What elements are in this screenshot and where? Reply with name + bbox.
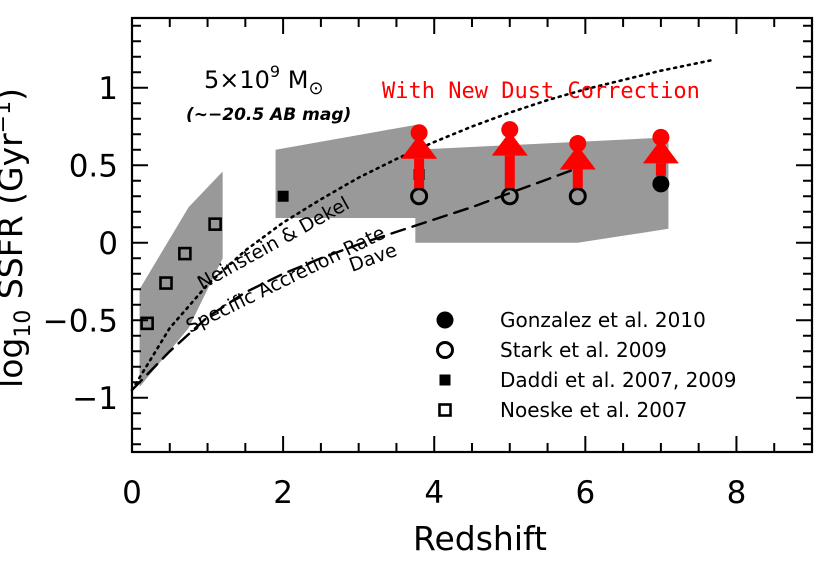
- shaded-region-1: [139, 171, 223, 387]
- arrow-head-4: [642, 139, 679, 164]
- corrected-point-2: [501, 121, 519, 139]
- shaded-regions: [139, 124, 669, 387]
- point-filled-circle-1: [652, 175, 670, 193]
- neinstein-dekel-curve: [130, 58, 716, 392]
- data-points: [140, 169, 670, 331]
- point-open-square-3: [178, 246, 192, 261]
- x-tick-label: 6: [575, 475, 595, 511]
- y-tick-label: 1: [98, 71, 118, 107]
- mass-base: 5×10: [204, 66, 270, 94]
- point-filled-square-1: [277, 190, 289, 202]
- legend-marker-filled-circle: [436, 311, 454, 329]
- legend-label: Gonzalez et al. 2010: [500, 308, 706, 332]
- x-tick-label: 8: [727, 475, 747, 511]
- arrow-shaft-3: [572, 169, 583, 189]
- x-tick-label: 0: [122, 475, 142, 511]
- corrected-point-4: [652, 128, 670, 146]
- y-label-main: SSFR (Gyr: [0, 133, 30, 310]
- y-label-log: log: [0, 338, 30, 388]
- y-label-close: ): [0, 88, 30, 101]
- mass-annotation: 5×109 M⊙: [204, 62, 324, 99]
- y-tick-label: −0.5: [43, 303, 118, 339]
- mass-solar-symbol: ⊙: [308, 78, 323, 99]
- legend-label: Noeske et al. 2007: [500, 398, 687, 422]
- arrow-shaft-4: [655, 163, 666, 176]
- point-open-square-2: [159, 276, 173, 290]
- axis-ticks: [131, 18, 813, 452]
- tick-labels: 0 2 4 6 8 −1 −0.5 0 0.5 1: [43, 71, 747, 511]
- legend-label: Daddi et al. 2007, 2009: [500, 368, 737, 392]
- corrected-point-3: [569, 135, 587, 153]
- y-tick-label: 0.5: [69, 148, 118, 184]
- dave-curve: [130, 164, 587, 392]
- arrow-head-2: [491, 131, 528, 156]
- x-tick-label: 2: [273, 475, 293, 511]
- x-tick-label: 4: [424, 475, 444, 511]
- point-open-square-1: [140, 316, 154, 331]
- legend-marker-filled-square: [439, 374, 451, 386]
- legend-marker-open-square: [438, 403, 452, 417]
- model-curves: [130, 58, 716, 392]
- mass-exponent: 9: [270, 62, 280, 81]
- point-open-circle-2: [500, 187, 519, 206]
- dust-correction-label: With New Dust Correction: [382, 79, 700, 104]
- arrow-shaft-2: [504, 155, 515, 189]
- dust-correction-arrows: [401, 121, 679, 189]
- x-axis-label: Redshift: [413, 519, 547, 558]
- point-open-square-4: [208, 217, 222, 231]
- y-tick-label: 0: [98, 226, 118, 262]
- corrected-point-1: [410, 124, 428, 142]
- y-tick-label: −1: [72, 381, 118, 417]
- arrow-head-1: [401, 134, 438, 159]
- legend-label: Stark et al. 2009: [500, 338, 667, 362]
- arrow-head-3: [559, 145, 596, 170]
- magnitude-annotation: (∼−20.5 AB mag): [186, 105, 351, 125]
- point-open-circle-1: [410, 187, 429, 206]
- y-label-subscript: 10: [11, 310, 36, 338]
- mass-unit: M: [280, 66, 308, 94]
- arrow-shaft-1: [414, 158, 425, 189]
- y-axis-label: log10 SSFR (Gyr−1): [0, 88, 36, 388]
- y-label-superscript: −1: [0, 101, 16, 133]
- legend-marker-open-circle: [436, 341, 454, 359]
- shaded-region-2: [275, 124, 669, 243]
- point-open-circle-3: [568, 187, 587, 206]
